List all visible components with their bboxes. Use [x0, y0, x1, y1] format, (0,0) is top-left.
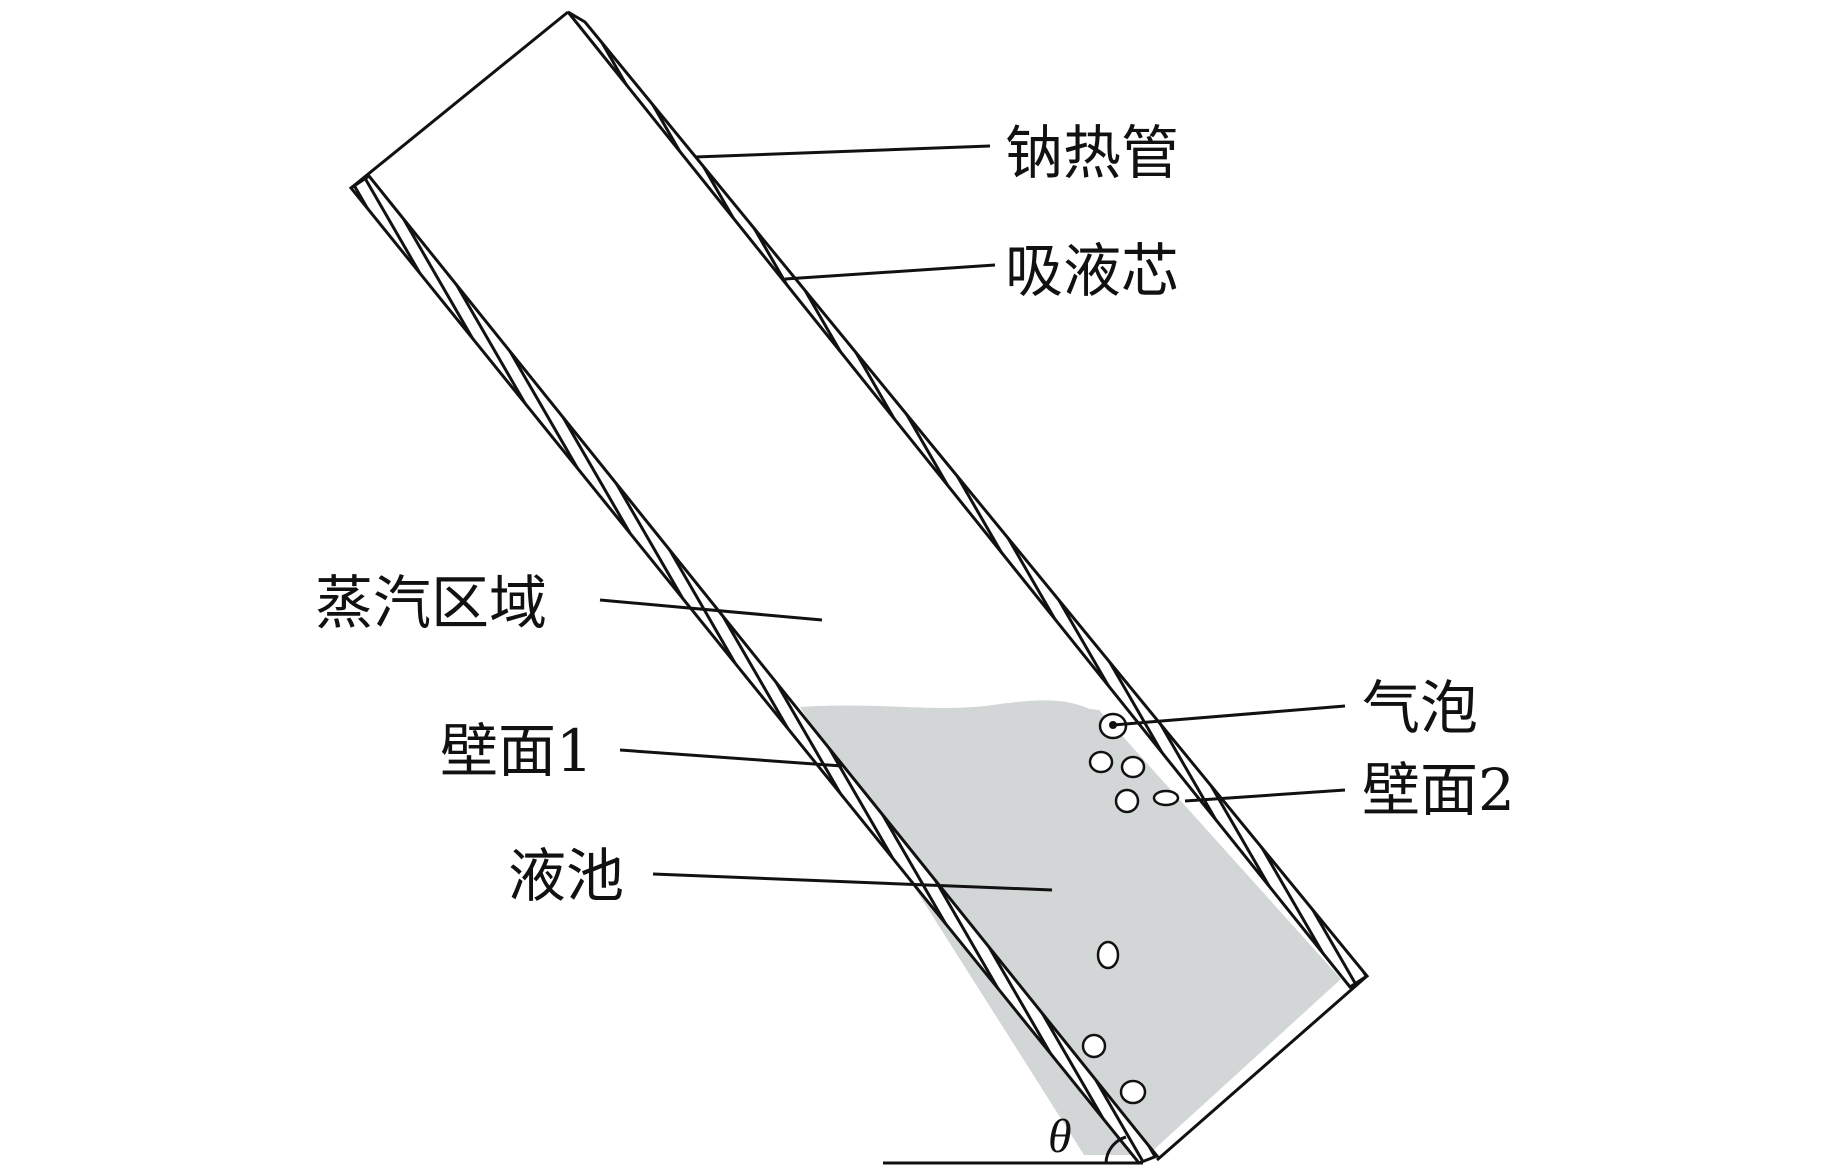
leader-liquid-pool: [652, 872, 1053, 892]
bubble: [1081, 1033, 1107, 1059]
label-sodium-heat-pipe: 钠热管: [1005, 119, 1179, 187]
label-wick: 吸液芯: [1005, 237, 1179, 305]
leader-wall-2: [1184, 788, 1346, 803]
leader-wick: [784, 263, 996, 281]
bubble: [1088, 750, 1114, 774]
label-bubble: 气泡: [1362, 674, 1478, 742]
pipe-bottom-edge: [1156, 974, 1368, 1162]
label-wall-2: 壁面2: [1362, 756, 1515, 824]
leader-wall-1: [619, 748, 843, 768]
pipe-top-edge: [350, 10, 569, 190]
angle-arc: [1104, 1135, 1127, 1164]
bubble: [1114, 788, 1140, 814]
leader-bubble: [1112, 704, 1346, 727]
label-liquid-pool: 液池: [508, 842, 624, 910]
label-wall-1: 壁面1: [440, 717, 593, 785]
angle-theta: θ: [1048, 1110, 1072, 1163]
wall-1: [348, 173, 1160, 1165]
leader-vapor-region: [599, 598, 823, 622]
bubble: [1096, 940, 1120, 970]
bubble: [1120, 755, 1146, 779]
liquid-pool-region: [800, 700, 1341, 1155]
bubble: [1119, 1079, 1147, 1105]
label-vapor-region: 蒸汽区域: [315, 569, 547, 637]
leader-sodium-heat-pipe: [694, 144, 991, 159]
bubble: [1152, 789, 1180, 807]
